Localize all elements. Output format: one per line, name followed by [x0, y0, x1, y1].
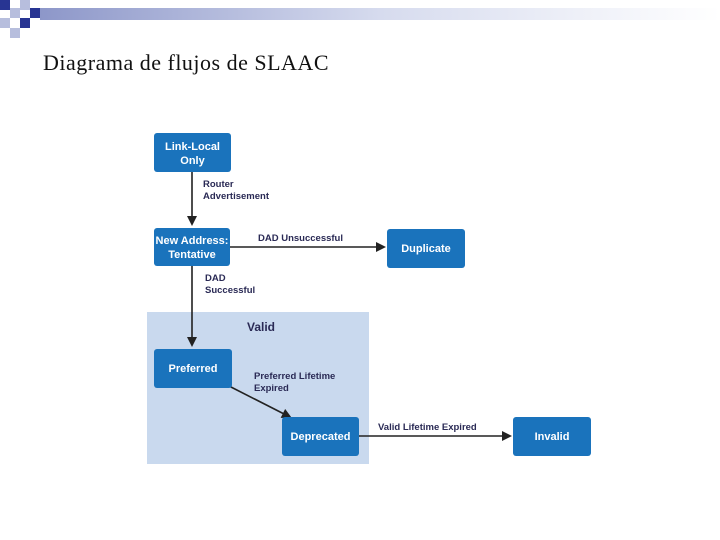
decor-square	[0, 0, 10, 10]
slide-corner-decoration	[0, 0, 720, 38]
edge-label-dad-line1: DAD	[205, 273, 226, 284]
node-invalid-label: Invalid	[535, 431, 570, 443]
slide-title: Diagrama de flujos de SLAAC	[43, 50, 329, 75]
node-link-local-line1: Link-Local	[165, 141, 220, 153]
decor-square	[20, 0, 30, 10]
valid-group-label: Valid	[247, 320, 275, 334]
edge-label-preferred-lifetime-line1: Preferred Lifetime	[254, 371, 335, 382]
edge-label-router-line2: Advertisement	[203, 191, 270, 202]
node-preferred: Preferred	[154, 349, 232, 388]
node-deprecated: Deprecated	[282, 417, 359, 456]
edge-preferred-lifetime-expired	[228, 385, 292, 418]
node-deprecated-label: Deprecated	[291, 431, 351, 443]
edge-label-router-line1: Router	[203, 179, 234, 190]
edge-label-valid-lifetime-expired: Valid Lifetime Expired	[378, 422, 477, 433]
node-new-address-line2: Tentative	[168, 249, 215, 261]
node-link-local-line2: Only	[180, 155, 205, 167]
decor-square	[0, 18, 10, 28]
node-invalid: Invalid	[513, 417, 591, 456]
decor-square	[10, 8, 20, 18]
edge-label-dad-unsuccessful: DAD Unsuccessful	[258, 233, 343, 244]
title-band	[40, 8, 720, 20]
node-duplicate-label: Duplicate	[401, 243, 451, 255]
edge-label-preferred-lifetime-line2: Expired	[254, 383, 289, 394]
decor-square	[20, 18, 30, 28]
decor-square	[30, 8, 40, 18]
node-new-address-line1: New Address:	[156, 235, 229, 247]
node-preferred-label: Preferred	[169, 363, 218, 375]
edge-label-dad-line2: Successful	[205, 285, 255, 296]
node-duplicate: Duplicate	[387, 229, 465, 268]
decor-square	[10, 28, 20, 38]
node-new-address-tentative: New Address: Tentative	[154, 228, 230, 266]
node-link-local-only: Link-Local Only	[154, 133, 231, 172]
